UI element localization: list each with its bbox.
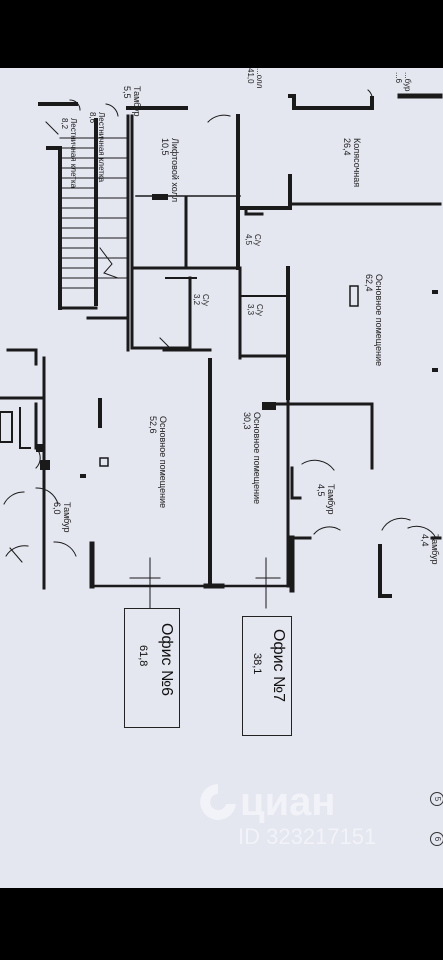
room-label-top-right: ...бур...6 [394, 72, 412, 92]
floor-plan-drawing [0, 89, 443, 609]
office-7-box: Офис №7 38,1 [242, 616, 292, 736]
office-7-area: 38,1 [251, 653, 263, 675]
office-6-box: Офис №6 61,8 [124, 608, 180, 728]
office-6-title: Офис №6 [158, 623, 175, 697]
grid-axis-circle-6: 6 [430, 832, 443, 846]
watermark-id: ID 323217151 [238, 824, 377, 849]
cian-logo-icon [200, 784, 236, 820]
office-6-area: 61,8 [137, 645, 149, 667]
grid-axis-circle-5: 5 [430, 792, 443, 806]
office-7-title: Офис №7 [270, 629, 287, 703]
watermark-brand: циан [240, 780, 336, 824]
